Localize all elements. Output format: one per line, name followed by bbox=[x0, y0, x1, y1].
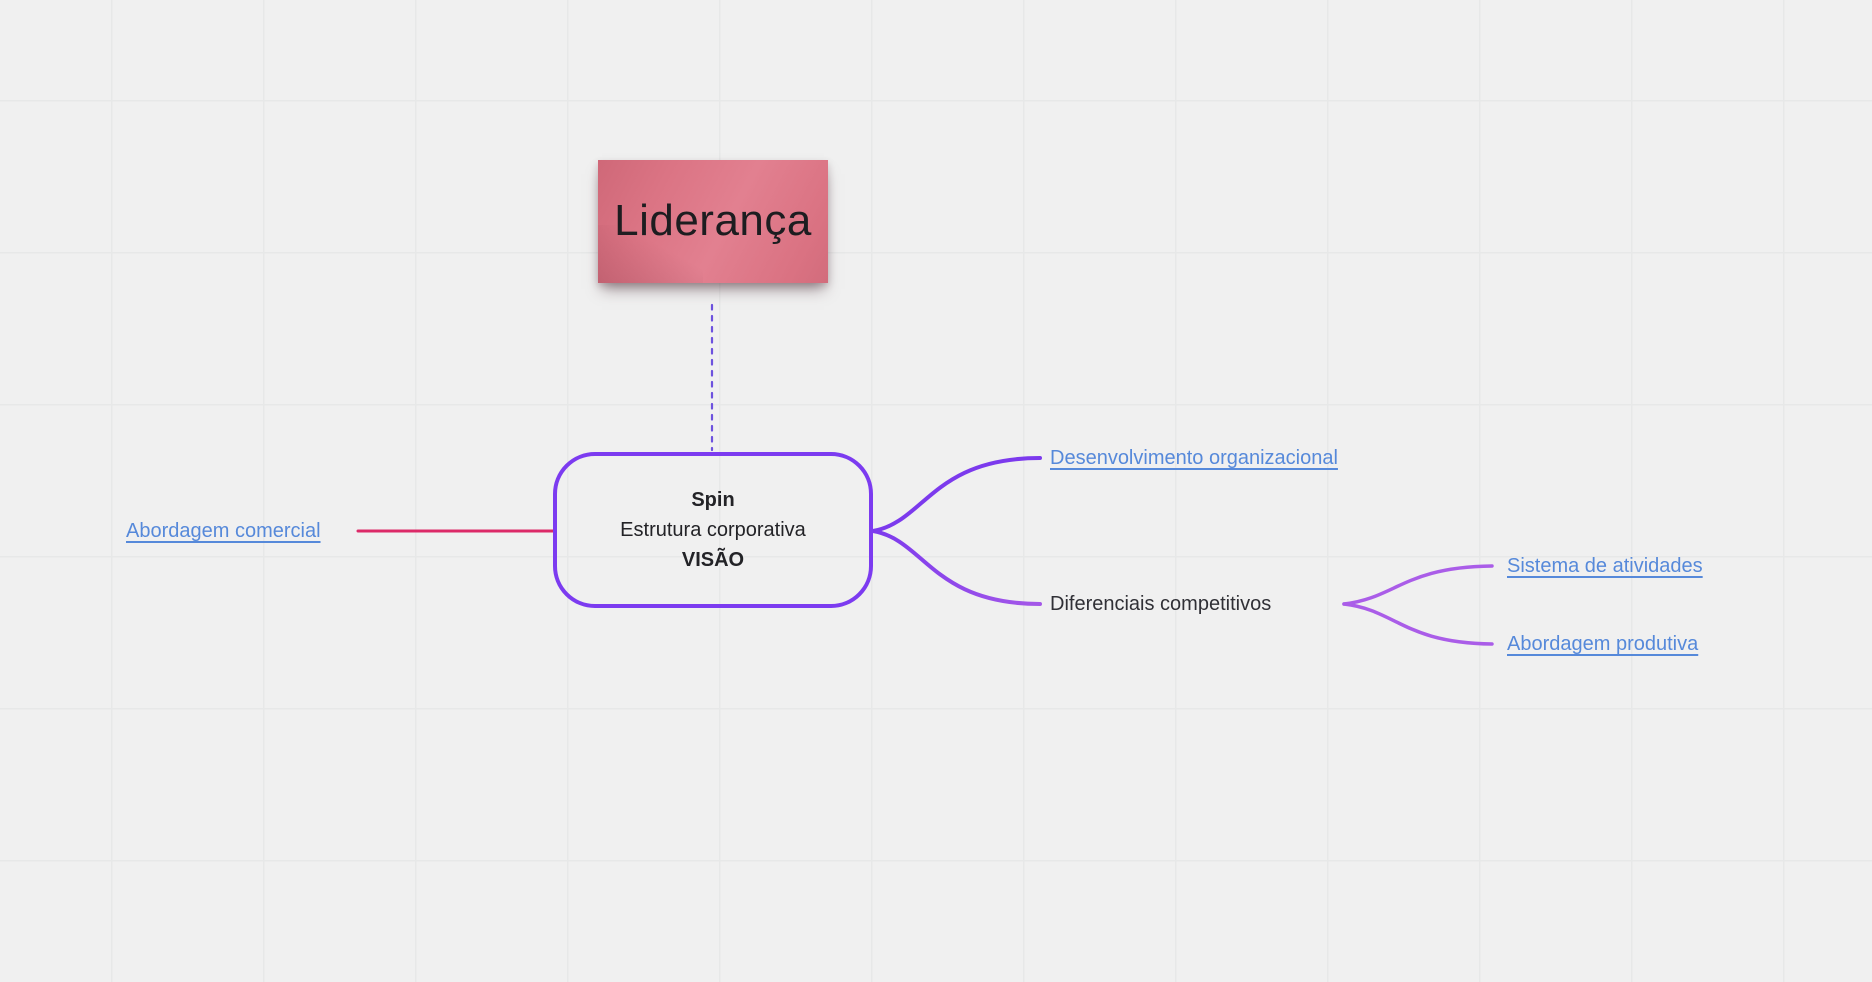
node-diferenciais-competitivos[interactable]: Diferenciais competitivos bbox=[1050, 593, 1272, 615]
connector-diferenciais-sistema[interactable] bbox=[1342, 564, 1494, 606]
root-node-subtitle: Estrutura corporativa bbox=[620, 519, 806, 541]
link-desenvolvimento-organizacional[interactable]: Desenvolvimento organizacional bbox=[1050, 447, 1338, 469]
connector-diferenciais-abordagem-produtiva[interactable] bbox=[1342, 602, 1494, 646]
connector-root-desenvolvimento[interactable] bbox=[871, 456, 1042, 533]
root-node-title: Spin bbox=[691, 489, 735, 511]
root-node[interactable]: Spin Estrutura corporativa VISÃO bbox=[553, 452, 873, 608]
link-abordagem-comercial[interactable]: Abordagem comercial bbox=[126, 520, 321, 542]
link-abordagem-produtiva[interactable]: Abordagem produtiva bbox=[1507, 633, 1699, 655]
sticky-note-lideranca[interactable]: Liderança bbox=[598, 160, 828, 283]
connector-root-diferenciais[interactable] bbox=[871, 529, 1042, 606]
root-node-vision-label: VISÃO bbox=[681, 549, 745, 571]
link-sistema-de-atividades[interactable]: Sistema de atividades bbox=[1507, 555, 1703, 577]
sticky-note-label: Liderança bbox=[614, 196, 812, 246]
